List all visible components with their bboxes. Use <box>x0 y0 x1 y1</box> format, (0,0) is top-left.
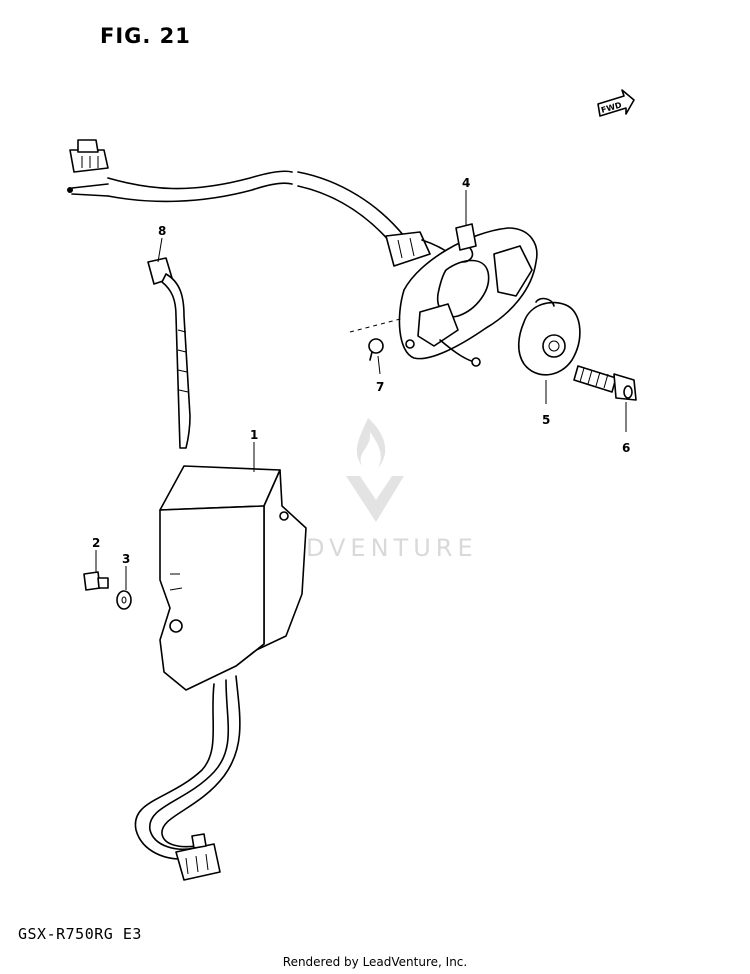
pickup-harness <box>67 139 461 267</box>
cable-tie-part-8 <box>147 257 191 449</box>
callout-8: 8 <box>158 224 166 238</box>
callout-4: 4 <box>462 176 470 190</box>
callout-7: 7 <box>376 380 384 394</box>
callout-numbers: 1 2 3 4 5 6 7 8 <box>92 176 630 566</box>
callout-2: 2 <box>92 536 100 550</box>
callout-5: 5 <box>542 413 550 427</box>
signal-generator-part <box>398 223 538 367</box>
screw-part-7 <box>349 317 405 361</box>
igniter-module-part-1 <box>159 465 307 691</box>
model-code: GSX-R750RG E3 <box>18 925 142 943</box>
leader-lines <box>95 190 627 590</box>
callout-3: 3 <box>122 552 130 566</box>
washer-part-3 <box>116 590 132 610</box>
bolt-part-6 <box>573 365 637 401</box>
igniter-harness <box>134 675 241 881</box>
figure-title: FIG. 21 <box>100 24 191 48</box>
rendered-by-credit: Rendered by LeadVenture, Inc. <box>282 955 468 969</box>
rotor-part-5 <box>517 297 581 376</box>
callout-6: 6 <box>622 441 630 455</box>
bolt-part-2 <box>83 571 109 591</box>
callout-1: 1 <box>250 428 258 442</box>
fwd-arrow-icon: FWD <box>597 89 635 117</box>
